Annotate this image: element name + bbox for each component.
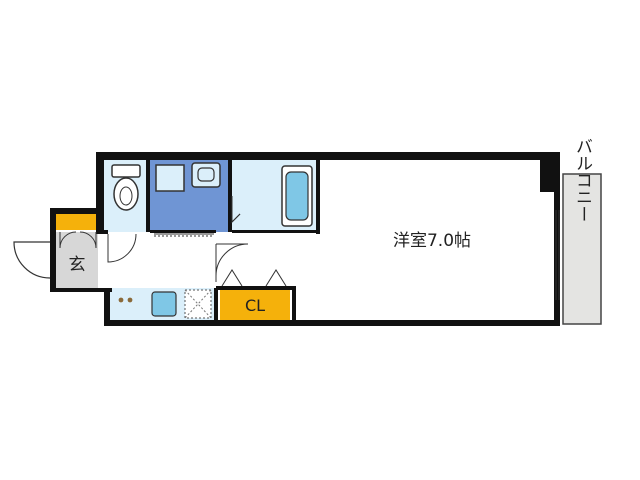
closet-doors[interactable] xyxy=(221,269,287,287)
walls xyxy=(50,152,560,326)
shoe-box-door-swing xyxy=(59,231,97,249)
balcony xyxy=(562,173,602,325)
western-room xyxy=(318,160,554,322)
entrance-door-swing[interactable] xyxy=(13,241,51,279)
washing-machine-space xyxy=(155,164,185,192)
refrigerator-space xyxy=(184,289,212,319)
washroom-sliding-door xyxy=(154,233,214,237)
room-door-swing[interactable] xyxy=(215,243,249,277)
closet-label: CL xyxy=(245,296,265,315)
closet-area xyxy=(220,290,290,320)
western-room-label: 洋室7.0帖 xyxy=(393,231,471,251)
entrance-floor xyxy=(56,232,98,288)
balcony-label: バルコニー xyxy=(572,138,592,223)
bath-door-line xyxy=(231,213,241,223)
toilet-fixture xyxy=(111,164,141,211)
wash-basin xyxy=(191,162,221,188)
stove xyxy=(118,297,133,303)
entrance-label: 玄 xyxy=(69,255,86,275)
bathtub xyxy=(281,165,313,227)
shoe-box xyxy=(56,214,98,230)
kitchen-sink xyxy=(151,291,177,317)
corridor-floor xyxy=(108,232,216,288)
balcony-window xyxy=(555,210,560,300)
toilet-door-swing[interactable] xyxy=(107,233,137,263)
